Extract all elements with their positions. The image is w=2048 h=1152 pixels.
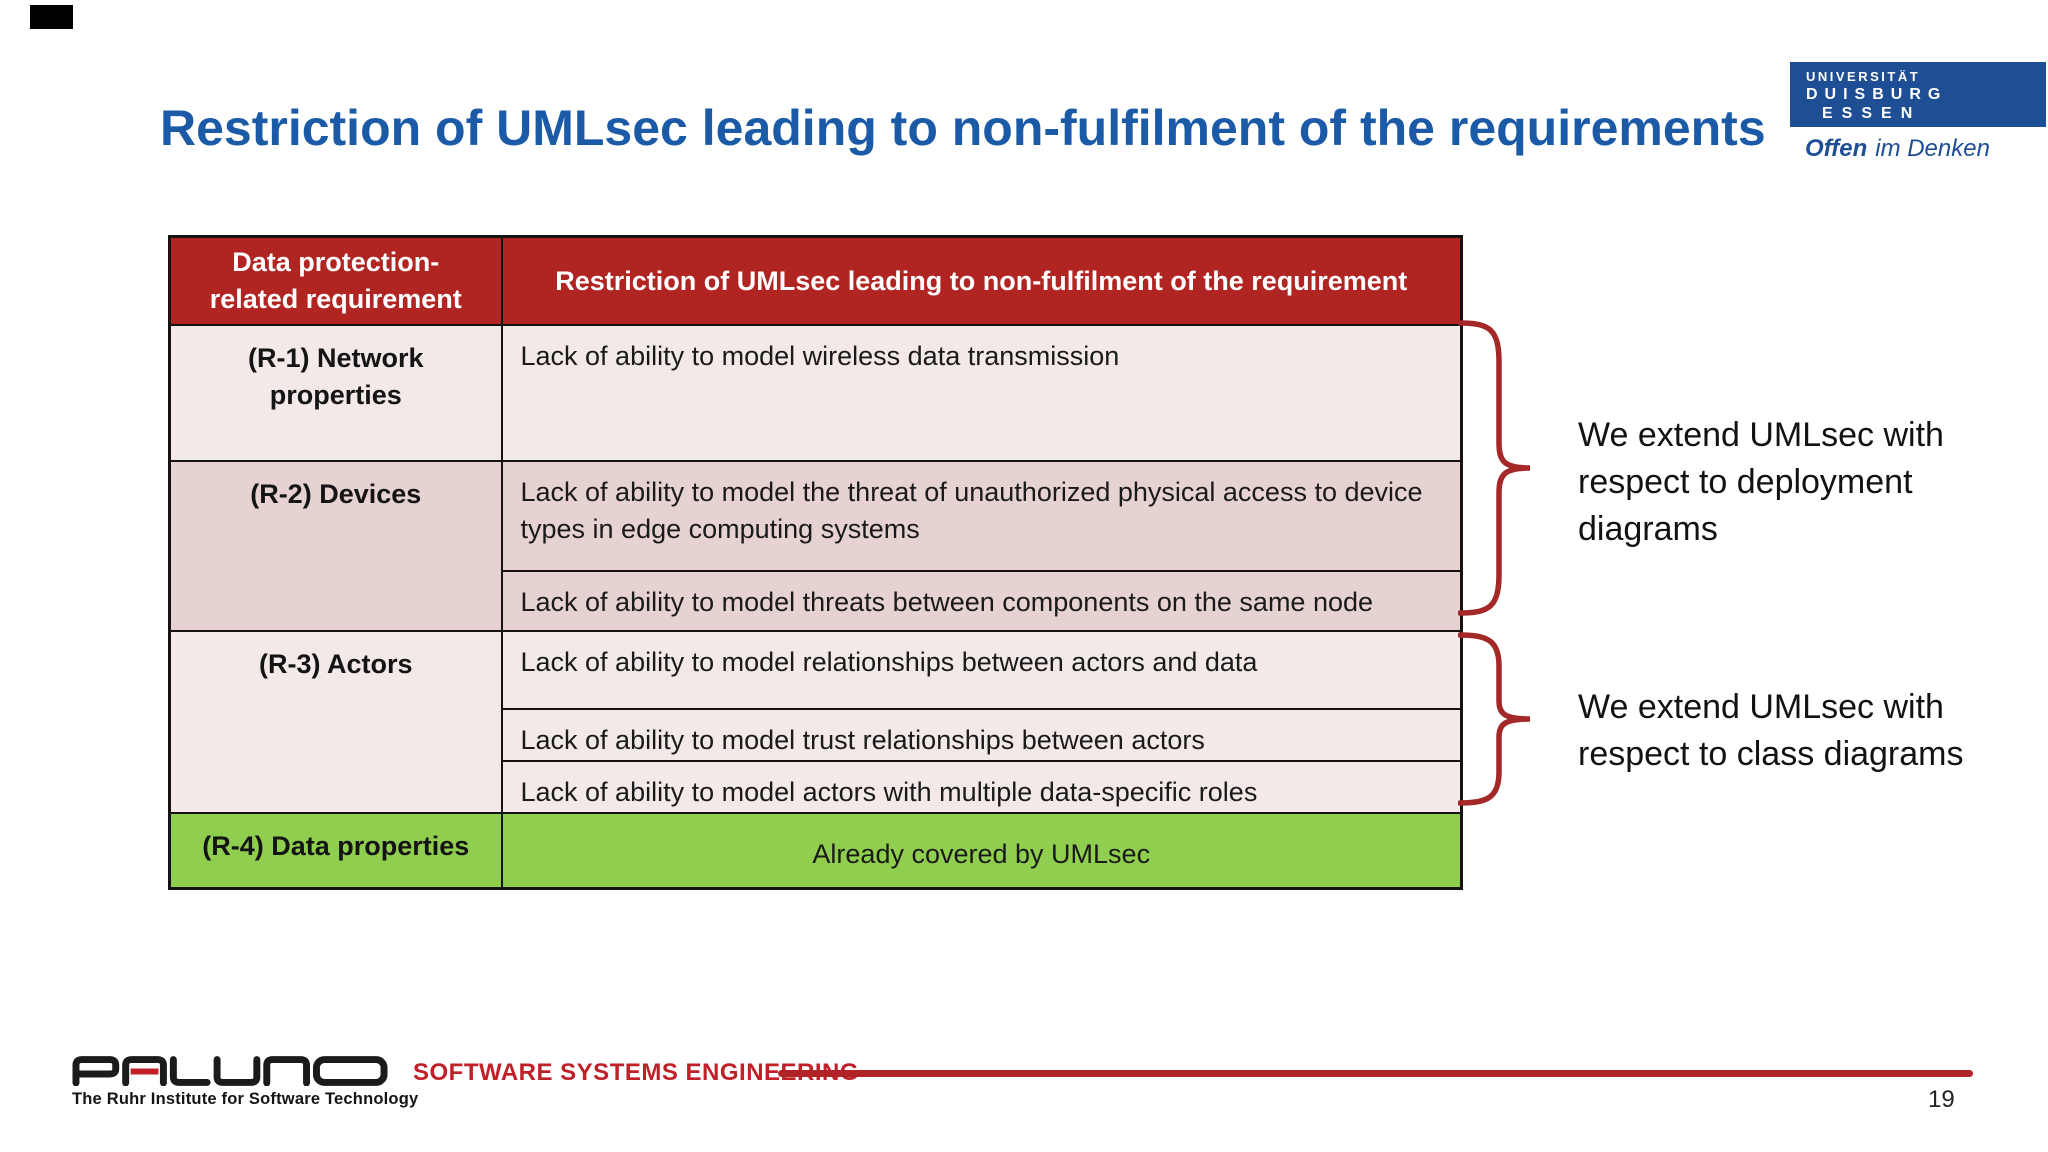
paluno-red-bar: [130, 1068, 159, 1075]
cell-r1-restriction: Lack of ability to model wireless data t…: [500, 324, 1463, 462]
table-row: Lack of ability to model actors with mul…: [170, 760, 1463, 814]
table-row: (R-2) Devices Lack of ability to model t…: [168, 460, 1463, 632]
page-title: Restriction of UMLsec leading to non-ful…: [160, 99, 1766, 156]
brace-deployment-icon: [1458, 320, 1531, 616]
brace-class-diagrams-icon: [1458, 632, 1531, 806]
paluno-tagline: The Ruhr Institute for Software Technolo…: [72, 1090, 419, 1108]
paluno-logo-icon: [72, 1056, 388, 1086]
logo-line-essen: ESSEN: [1822, 105, 1922, 122]
slogan-rest: im Denken: [1875, 135, 1990, 162]
cell-r4-restriction: Already covered by UMLsec: [500, 812, 1463, 889]
cell-r3-restriction-3: Lack of ability to model actors with mul…: [500, 760, 1463, 814]
table-row: (R-4) Data properties Already covered by…: [168, 812, 1463, 889]
cell-r3-label: (R-3) Actors: [168, 630, 503, 814]
cell-r4-label: (R-4) Data properties: [168, 812, 503, 889]
header-restriction: Restriction of UMLsec leading to non-ful…: [500, 235, 1463, 326]
requirements-table: Data protection-related requirement Rest…: [168, 235, 1463, 890]
header-requirement: Data protection-related requirement: [168, 235, 503, 326]
table-row: (R-1) Network properties Lack of ability…: [168, 324, 1463, 462]
cell-r2-label: (R-2) Devices: [168, 460, 503, 632]
cell-r2-restriction-2: Lack of ability to model threats between…: [500, 570, 1463, 632]
cell-r3-restriction-2: Lack of ability to model trust relations…: [500, 708, 1463, 762]
cell-r3-restriction-1: Lack of ability to model relationships b…: [500, 630, 1463, 710]
page-number: 19: [1928, 1086, 1955, 1113]
university-slogan: Offen im Denken: [1805, 135, 1990, 163]
corner-mark: [30, 5, 73, 29]
table-row: Lack of ability to model threats between…: [170, 570, 1463, 632]
slogan-bold: Offen: [1805, 135, 1868, 162]
cell-r2-restriction-1: Lack of ability to model the threat of u…: [500, 460, 1463, 572]
footer-divider-line: [778, 1070, 1973, 1077]
table-row: Lack of ability to model trust relations…: [170, 708, 1463, 762]
table-header-row: Data protection-related requirement Rest…: [168, 235, 1463, 326]
logo-line-duisburg: DUISBURG: [1806, 86, 1948, 103]
cell-r1-label: (R-1) Network properties: [168, 324, 503, 462]
logo-line-universitaet: UNIVERSITÄT: [1806, 69, 1921, 84]
university-duisburg-essen-logo: UNIVERSITÄT DUISBURG ESSEN: [1790, 62, 2046, 127]
annotation-deployment: We extend UMLsec with respect to deploym…: [1578, 416, 1944, 548]
annotation-class-diagrams: We extend UMLsec with respect to class d…: [1578, 688, 1964, 773]
table-row: (R-3) Actors Lack of ability to model re…: [168, 630, 1463, 814]
